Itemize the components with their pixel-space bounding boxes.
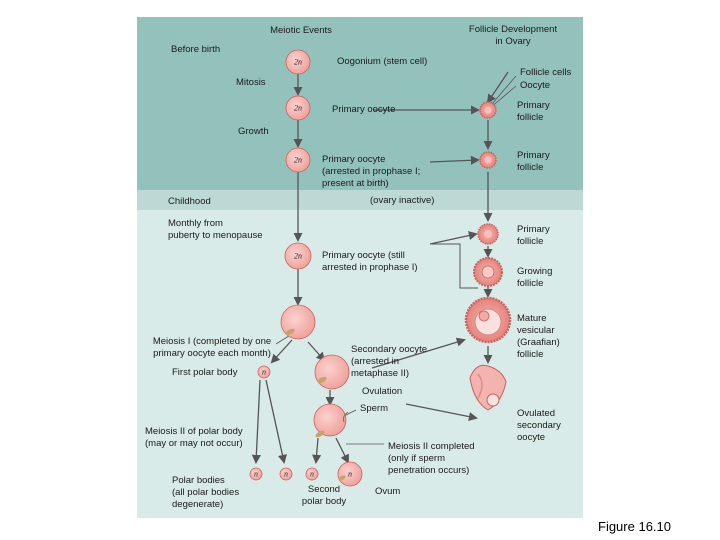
primary-oocyte-cell-3: [284, 242, 312, 270]
meiotic-events-header: Meiotic Events: [270, 25, 332, 36]
stage-before-birth: Before birth: [171, 44, 221, 55]
label-primary-oocyte-still: Primary oocyte (still arrested in propha…: [322, 250, 418, 273]
spindle-marks: [285, 328, 346, 481]
label-primary-oocyte: Primary oocyte: [332, 104, 396, 115]
panel-childhood: [137, 190, 583, 210]
ploidy-primary-1: 2n: [294, 103, 302, 113]
label-primary-follicle-1: Primary follicle: [517, 100, 550, 123]
oogonium-cell: [285, 49, 311, 75]
stage-mitosis: Mitosis: [236, 77, 266, 88]
ploidy-polar-2: n: [284, 469, 288, 479]
label-ovulated-oocyte: Ovulated secondary oocyte: [517, 408, 561, 443]
polar-body-2: [279, 467, 293, 481]
growing-bracket: [432, 243, 478, 289]
panel-before-birth: [137, 17, 583, 190]
label-secondary-oocyte: Secondary oocyte (arrested in metaphase …: [351, 344, 428, 379]
flow-arrows: [251, 71, 509, 464]
second-polar-body-cell: [305, 467, 319, 481]
label-ovulation: Ovulation: [362, 386, 403, 397]
label-primary-oocyte-arrested: Primary oocyte (arrested in prophase I; …: [322, 154, 421, 189]
primary-oocyte-cell-1: [285, 95, 311, 121]
first-polar-body-cell: [257, 365, 271, 379]
label-growing-follicle: Growing follicle: [517, 266, 553, 289]
meiotic-cells: [249, 49, 363, 487]
label-sperm: Sperm: [360, 403, 388, 414]
primary-oocyte-cell-2: [285, 147, 311, 173]
label-ovary-inactive: (ovary inactive): [370, 195, 435, 206]
ploidy-polar-1: n: [254, 469, 258, 479]
ovulated-oocyte: [486, 393, 500, 407]
label-oocyte: Oocyte: [520, 80, 551, 91]
ploidy-primary-2: 2n: [294, 155, 302, 165]
polar-body-1: [249, 467, 263, 481]
ovum-cell: [337, 461, 363, 487]
label-ovum: Ovum: [375, 486, 401, 497]
sperm-entry-cell: [313, 403, 347, 437]
label-primary-follicle-2: Primary follicle: [517, 150, 550, 173]
stage-childhood: Childhood: [168, 196, 211, 207]
follicle-development-header: Follicle Development in Ovary: [468, 24, 558, 47]
ploidy-ovum: n: [348, 469, 352, 479]
ploidy-second-polar: n: [310, 469, 314, 479]
stage-polar-bodies: Polar bodies (all polar bodies degenerat…: [172, 475, 240, 510]
label-primary-follicle-3: Primary follicle: [517, 224, 550, 247]
stage-first-polar-body: First polar body: [172, 367, 238, 378]
panel-adult: [137, 210, 583, 518]
figure-caption: Figure 16.10: [598, 519, 671, 534]
label-oogonium: Oogonium (stem cell): [337, 56, 428, 67]
stage-monthly: Monthly from puberty to menopause: [168, 218, 263, 241]
stage-meiosis-2-polar: Meiosis II of polar body (may or may not…: [145, 426, 243, 449]
stage-growth: Growth: [238, 126, 269, 137]
label-follicle-cells: Follicle cells: [520, 67, 572, 78]
secondary-oocyte-cell: [314, 354, 350, 390]
stage-meiosis-1: Meiosis I (completed by one primary oocy…: [152, 336, 272, 359]
ploidy-primary-3: 2n: [294, 251, 302, 261]
ploidy-oogonium: 2n: [294, 57, 302, 67]
label-mature-follicle: Mature vesicular (Graafian) follicle: [517, 313, 560, 360]
sperm-icon: [343, 411, 349, 423]
label-meiosis-2-completed: Meiosis II completed (only if sperm pene…: [388, 441, 475, 476]
ploidy-first-polar: n: [262, 367, 266, 377]
follicle-cells-group: [464, 101, 512, 411]
label-second-polar-body: Second polar body: [301, 484, 347, 507]
